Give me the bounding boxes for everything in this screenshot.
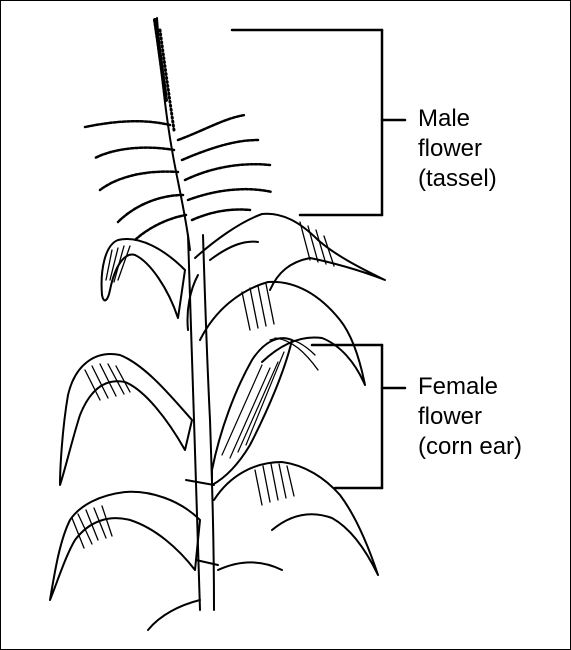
female-bracket: [312, 345, 405, 488]
female-label-line-3: (corn ear): [418, 432, 522, 462]
female-flower-label: Female flower (corn ear): [418, 372, 522, 462]
female-label-line-2: flower: [418, 402, 522, 432]
male-bracket: [232, 30, 405, 215]
female-label-line-1: Female: [418, 372, 522, 402]
male-flower-label: Male flower (tassel): [418, 104, 497, 194]
male-label-line-1: Male: [418, 104, 497, 134]
male-label-line-3: (tassel): [418, 164, 497, 194]
middle-leaves: [60, 282, 365, 485]
male-label-line-2: flower: [418, 134, 497, 164]
tassel: [85, 18, 272, 250]
upper-leaves: [102, 214, 385, 330]
